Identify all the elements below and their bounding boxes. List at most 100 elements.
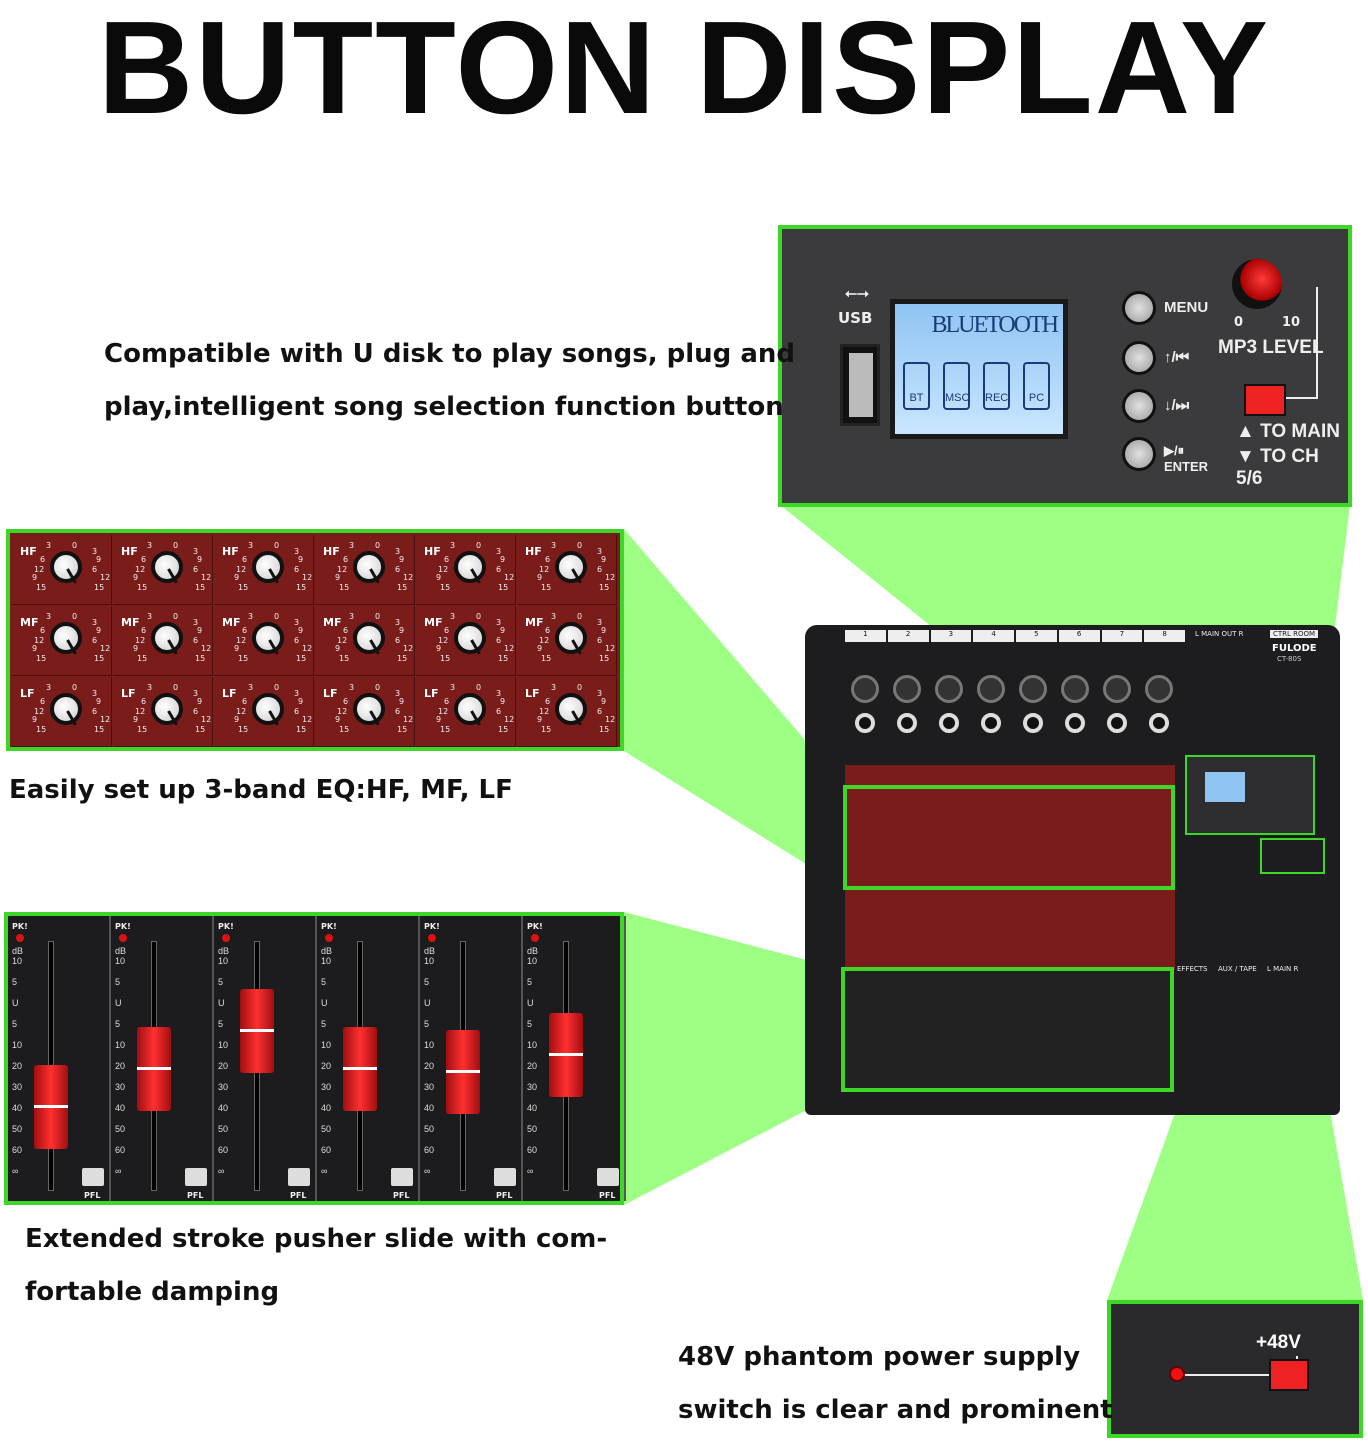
eq-scale-tick: 9	[298, 626, 304, 635]
eq-scale-tick: 3	[46, 541, 52, 550]
eq-scale-tick: 12	[605, 644, 616, 653]
eq-knob[interactable]	[151, 622, 183, 654]
route-switch[interactable]	[1244, 384, 1286, 416]
eq-scale-tick: 15	[498, 654, 509, 663]
eq-knob[interactable]	[50, 622, 82, 654]
eq-knob[interactable]	[454, 551, 486, 583]
fader-knob[interactable]	[137, 1026, 171, 1111]
lcd-display: BLUETOOTH BT MSC REC PC	[890, 299, 1068, 439]
eq-knob[interactable]	[353, 622, 385, 654]
fader-scale-tick: 60	[527, 1145, 538, 1155]
fader-knob[interactable]	[549, 1013, 583, 1098]
eq-knob[interactable]	[353, 551, 385, 583]
xlr-input[interactable]	[851, 675, 879, 703]
usb-caption-line2: play,intelligent song selection function…	[104, 392, 784, 422]
pfl-label: PFL	[84, 1191, 101, 1200]
line-input[interactable]	[1107, 713, 1127, 733]
fader-scale-tick: 50	[424, 1124, 435, 1134]
mp3-level-knob[interactable]	[1232, 259, 1282, 309]
eq-scale-tick: 12	[539, 636, 550, 645]
eq-band-label: HF	[424, 545, 441, 558]
peak-led	[531, 934, 539, 942]
eq-scale-tick: 3	[294, 547, 300, 556]
lcd-mode-bt: BT	[903, 362, 930, 410]
eq-scale-tick: 12	[337, 707, 348, 716]
line-input[interactable]	[855, 713, 875, 733]
fader-knob[interactable]	[240, 988, 274, 1073]
eq-scale-tick: 0	[577, 541, 583, 550]
eq-scale-tick: 15	[296, 654, 307, 663]
usb-port[interactable]	[840, 344, 880, 426]
eq-scale-tick: 12	[302, 715, 313, 724]
xlr-input[interactable]	[935, 675, 963, 703]
eq-scale-tick: 15	[541, 654, 552, 663]
eq-scale-tick: 6	[545, 555, 551, 564]
line-input[interactable]	[1023, 713, 1043, 733]
line-input[interactable]	[939, 713, 959, 733]
eq-scale-tick: 3	[551, 683, 557, 692]
eq-scale-tick: 12	[539, 707, 550, 716]
eq-band-label: MF	[121, 616, 140, 629]
eq-scale-tick: 3	[349, 683, 355, 692]
fader-knob[interactable]	[446, 1030, 480, 1115]
eq-knob[interactable]	[454, 693, 486, 725]
eq-knob[interactable]	[252, 622, 284, 654]
next-button[interactable]	[1122, 389, 1156, 423]
phantom-switch[interactable]	[1269, 1359, 1309, 1391]
pfl-button[interactable]	[288, 1168, 310, 1186]
eq-scale-tick: 15	[498, 725, 509, 734]
eq-scale-tick: 15	[195, 654, 206, 663]
xlr-input[interactable]	[1061, 675, 1089, 703]
fader-knob[interactable]	[343, 1026, 377, 1111]
eq-knob[interactable]	[151, 693, 183, 725]
main-label: L MAIN R	[1267, 965, 1299, 973]
eq-scale-tick: 12	[337, 636, 348, 645]
fader-knob[interactable]	[34, 1064, 68, 1149]
pfl-button[interactable]	[185, 1168, 207, 1186]
xlr-input[interactable]	[1019, 675, 1047, 703]
eq-scale-tick: 9	[500, 697, 506, 706]
xlr-input[interactable]	[1103, 675, 1131, 703]
eq-knob[interactable]	[252, 551, 284, 583]
eq-scale-tick: 0	[72, 541, 78, 550]
xlr-input[interactable]	[1145, 675, 1173, 703]
eq-knob[interactable]	[151, 551, 183, 583]
line-input[interactable]	[981, 713, 1001, 733]
eq-scale-tick: 3	[450, 541, 456, 550]
menu-button[interactable]	[1122, 291, 1156, 325]
xlr-input[interactable]	[977, 675, 1005, 703]
channel-strip-area	[845, 765, 1175, 970]
eq-scale-tick: 6	[597, 636, 603, 645]
db-label: dB	[321, 946, 333, 956]
eq-knob[interactable]	[555, 622, 587, 654]
eq-scale-tick: 15	[195, 725, 206, 734]
eq-knob[interactable]	[50, 693, 82, 725]
pfl-button[interactable]	[82, 1168, 104, 1186]
eq-knob[interactable]	[50, 551, 82, 583]
mixer-channel-label: 7	[1101, 630, 1143, 642]
eq-knob[interactable]	[555, 551, 587, 583]
pfl-button[interactable]	[494, 1168, 516, 1186]
mixer-channel-label: 8	[1144, 630, 1185, 642]
eq-scale-tick: 6	[496, 636, 502, 645]
eq-knob[interactable]	[454, 622, 486, 654]
xlr-input[interactable]	[893, 675, 921, 703]
eq-knob[interactable]	[555, 693, 587, 725]
fader-scale-tick: 10	[115, 1040, 126, 1050]
line-input[interactable]	[1149, 713, 1169, 733]
fader-scale-tick: U	[424, 998, 431, 1008]
eq-knob[interactable]	[252, 693, 284, 725]
pfl-button[interactable]	[597, 1168, 619, 1186]
play-enter-button[interactable]	[1122, 437, 1156, 471]
fader-scale-tick: 20	[12, 1061, 23, 1071]
line-input[interactable]	[897, 713, 917, 733]
eq-knob[interactable]	[353, 693, 385, 725]
eq-scale-tick: 6	[193, 707, 199, 716]
eq-scale-tick: 9	[500, 626, 506, 635]
line-input[interactable]	[1065, 713, 1085, 733]
prev-button[interactable]	[1122, 341, 1156, 375]
pfl-button[interactable]	[391, 1168, 413, 1186]
